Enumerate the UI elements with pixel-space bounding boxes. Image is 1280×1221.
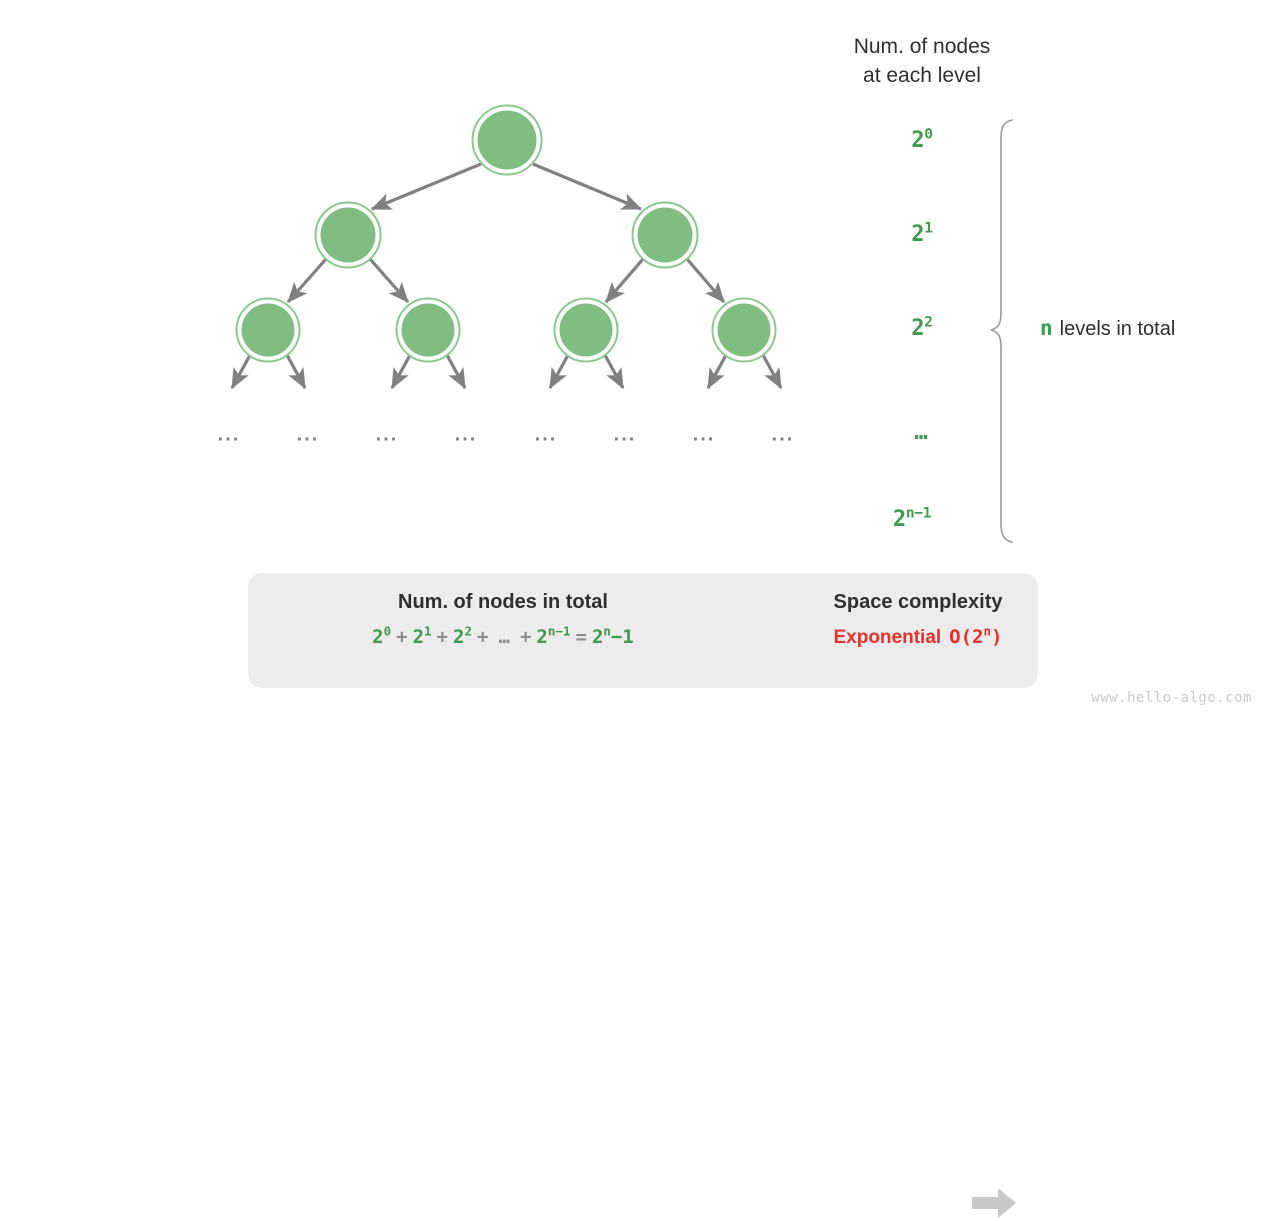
tree-edges bbox=[230, 162, 783, 390]
complexity-name: Exponential bbox=[833, 627, 942, 648]
formula-term-0: 20 bbox=[372, 623, 392, 648]
tree-nodes bbox=[235, 104, 777, 363]
level-count-base: 2 bbox=[911, 128, 925, 153]
tree-ellipsis-5: ... bbox=[534, 423, 558, 446]
total-nodes-formula: 20+21+22+…+2n−1=2n−1 bbox=[258, 623, 748, 648]
formula-term-2: 22 bbox=[453, 623, 473, 648]
tree-ellipsis-1: ... bbox=[217, 423, 241, 446]
tree-node bbox=[553, 297, 619, 363]
formula-op-plus-3: + bbox=[477, 626, 489, 648]
level-count-exponent: n−1 bbox=[905, 505, 932, 522]
tree-node bbox=[631, 201, 699, 269]
level-count-ellipsis: … bbox=[914, 420, 930, 445]
formula-term-last: 2n−1 bbox=[536, 623, 571, 648]
total-nodes-section: Num. of nodes in total 20+21+22+…+2n−1=2… bbox=[258, 591, 748, 648]
tree-ellipsis-6: ... bbox=[613, 423, 637, 446]
formula-op-plus-2: + bbox=[436, 626, 449, 648]
level-count-exponent: 1 bbox=[924, 220, 933, 237]
tree-ellipsis-7: ... bbox=[692, 423, 716, 446]
formula-op-equals: = bbox=[575, 626, 587, 648]
binary-tree-graphic bbox=[230, 104, 1013, 543]
levels-brace bbox=[990, 119, 1013, 543]
level-count-label-0: 20 bbox=[842, 126, 1002, 153]
right-arrow-icon bbox=[972, 1188, 1016, 1218]
levels-variable: n bbox=[1040, 316, 1053, 340]
site-watermark: www.hello-algo.com bbox=[1091, 690, 1252, 706]
levels-in-total-annotation: n levels in total bbox=[1040, 316, 1175, 341]
level-count-base: 2 bbox=[911, 316, 925, 341]
level-count-base: 2 bbox=[911, 222, 925, 247]
formula-op-plus-4: + bbox=[519, 626, 532, 648]
total-nodes-title: Num. of nodes in total bbox=[398, 591, 608, 613]
formula-result: 2n−1 bbox=[591, 623, 634, 648]
right-column-heading: Num. of nodes at each level bbox=[853, 35, 991, 87]
level-count-base: 2 bbox=[892, 507, 906, 532]
level-count-label-2: 22 bbox=[842, 314, 1002, 341]
tree-node bbox=[395, 297, 461, 363]
tree-ellipsis-2: ... bbox=[296, 423, 320, 446]
level-count-label-last: 2n−1 bbox=[832, 505, 992, 532]
level-count-exponent: 0 bbox=[924, 126, 933, 143]
level-count-label-ellipsis: … bbox=[842, 420, 1002, 445]
tree-ellipsis-8: ... bbox=[771, 423, 795, 446]
tree-node bbox=[711, 297, 777, 363]
tree-ellipsis-4: ... bbox=[454, 423, 478, 446]
tree-ellipsis-3: ... bbox=[375, 423, 399, 446]
space-complexity-title: Space complexity bbox=[833, 591, 1003, 613]
formula-term-1: 21 bbox=[412, 623, 432, 648]
levels-in-total-text: levels in total bbox=[1059, 318, 1176, 340]
tree-node bbox=[314, 201, 382, 269]
complexity-notation: O(2n) bbox=[949, 623, 1003, 648]
formula-ellipsis: … bbox=[498, 626, 510, 648]
space-complexity-value: Exponential O(2n) bbox=[808, 623, 1028, 649]
level-count-label-1: 21 bbox=[842, 220, 1002, 247]
formula-op-plus-1: + bbox=[396, 626, 408, 648]
level-count-exponent: 2 bbox=[924, 314, 933, 331]
space-complexity-section: Space complexity Exponential O(2n) bbox=[808, 591, 1028, 649]
diagram-canvas: Num. of nodes at each level 20 21 22 … 2… bbox=[217, 35, 1252, 1218]
summary-panel: Num. of nodes in total 20+21+22+…+2n−1=2… bbox=[248, 573, 1038, 1218]
tree-node bbox=[235, 297, 301, 363]
tree-node-root bbox=[471, 104, 543, 176]
